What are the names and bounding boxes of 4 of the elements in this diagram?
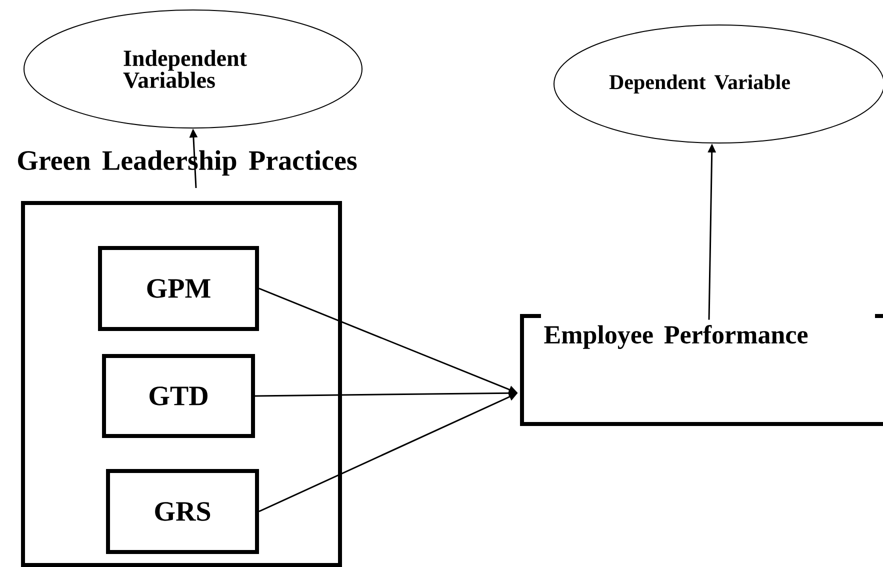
box: GTD xyxy=(102,354,255,438)
box: GPM xyxy=(98,246,259,331)
box: GRS xyxy=(106,468,259,554)
open-box: Employee Performance xyxy=(520,314,883,426)
